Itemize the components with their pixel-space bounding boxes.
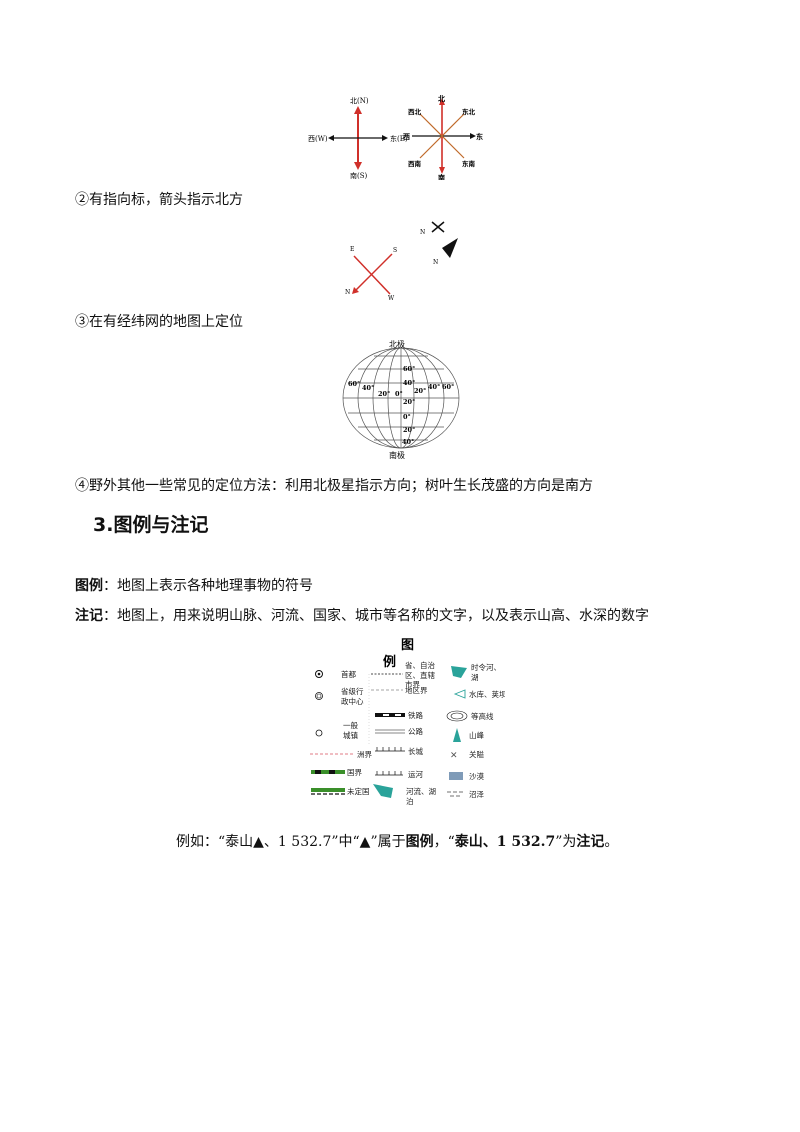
lon-label: 20° <box>414 387 426 395</box>
star-northeast-label: 东北 <box>462 107 476 116</box>
legend-river-lake-1: 河流、湖 <box>406 786 436 796</box>
legend-seasonal-lake-2: 湖 <box>471 673 479 682</box>
graticule-globe: 北极 南极 60° 40° 20° 0° 20° 40° 60° 40° 20°… <box>342 339 460 460</box>
legend-swamp: 沼泽 <box>469 790 484 799</box>
legend-col3-symbols: ✕ <box>446 666 468 797</box>
annotation-definition: 注记：地图上，用来说明山脉、河流、国家、城市等名称的文字，以及表示山高、水深的数… <box>75 606 649 626</box>
example-sentence: 例如：“泰山▲、1 532.7”中“▲”属于图例，“泰山、1 532.7”为注记… <box>176 832 618 852</box>
north-pole-label: 北极 <box>389 339 405 349</box>
legend-canal: 运河 <box>408 770 423 779</box>
example-annotation: 泰山、1 532.7 <box>454 834 556 850</box>
example-prefix: 例如：“泰山▲、1 532.7”中“▲”属于 <box>176 834 406 850</box>
star-south-label: 南 <box>438 173 445 180</box>
legend-region-border: 地区界 <box>405 685 428 695</box>
lon-label: 20° <box>378 390 390 398</box>
legend-continent-border: 洲界 <box>357 750 372 759</box>
cross-south-label: 南(S) <box>350 171 368 180</box>
legend-contour: 等高线 <box>471 711 494 721</box>
star-southeast-label: 东南 <box>462 159 476 168</box>
legend-pass: 关隘 <box>469 749 484 759</box>
legend-province-border-3: 市界 <box>405 679 420 689</box>
star-southwest-label: 西南 <box>408 159 422 168</box>
legend-term: 图例 <box>75 578 103 594</box>
pointer-s-letter: S <box>393 247 397 254</box>
legend-figure-title-2: 例 <box>383 654 396 670</box>
pointer-n-letter: N <box>345 289 350 296</box>
legend-undetermined-border: 未定国 <box>347 786 370 796</box>
star-east-label: 东 <box>476 132 483 141</box>
lon-label: 40° <box>428 383 440 391</box>
example-legend-word: 图例 <box>405 834 434 850</box>
lon-label: 0° <box>395 390 403 398</box>
south-pole-label: 南极 <box>389 450 405 460</box>
pointer-w-letter: W <box>388 295 395 302</box>
star-north-label: 北 <box>438 94 445 103</box>
legend-national-border: 国界 <box>347 768 362 777</box>
legend-definition: 图例：地图上表示各种地理事物的符号 <box>75 576 313 596</box>
arrow-n-letter: N <box>420 229 425 236</box>
legend-seasonal-lake-1: 时令河、 <box>471 662 501 672</box>
legend-province-border-1: 省、自治 <box>405 660 435 670</box>
example-middle: ，“ <box>433 834 455 850</box>
lat-label: 40° <box>403 379 415 387</box>
map-legend-figure: 图 例 首都 省级行 政中心 一般 城镇 洲界 国界 未定国 <box>310 638 505 806</box>
north-pointer-diagram: N S E W N N <box>345 221 458 302</box>
example-annotation-word: 注记 <box>576 834 605 850</box>
legend-col2-symbols <box>368 673 405 798</box>
star-west-label: 西 <box>403 132 410 141</box>
cross-north-label: 北(N) <box>350 97 369 105</box>
legend-body: ：地图上表示各种地理事物的符号 <box>103 578 313 594</box>
legend-reservoir: 水库、荚坝 <box>469 689 505 699</box>
cross-compass: 北(N) 南(S) 东(E) 西(W) <box>308 97 408 180</box>
legend-highway: 公路 <box>408 726 423 736</box>
legend-great-wall: 长城 <box>408 746 423 756</box>
example-tail: ”为 <box>555 834 577 850</box>
legend-provincial-center-1: 省级行 <box>341 686 364 696</box>
legend-town-1: 一般 <box>343 720 358 730</box>
lat-label: 0° <box>403 413 411 421</box>
annotation-term: 注记 <box>75 608 103 624</box>
pointer-cross: N S E W <box>345 246 397 302</box>
eight-direction-compass: 北 南 东 西 东北 西北 东南 西南 <box>403 94 483 180</box>
cross-west-label: 西(W) <box>308 135 328 143</box>
legend-desert: 沙漠 <box>469 771 484 781</box>
compass-diagrams: 北(N) 南(S) 东(E) 西(W) 北 南 东 西 东北 西北 东南 西南 <box>308 94 483 180</box>
method-3-text: ③在有经纬网的地图上定位 <box>75 314 243 330</box>
legend-provincial-center-2: 政中心 <box>341 696 364 706</box>
pass-symbol: ✕ <box>450 751 458 761</box>
legend-col1-symbols <box>310 670 355 795</box>
legend-figure-title-1: 图 <box>401 638 414 653</box>
arrow-n-letter-2: N <box>433 259 438 266</box>
legend-railway: 铁路 <box>408 710 423 720</box>
legend-peak: 山峰 <box>469 730 484 740</box>
lat-label: 20° <box>403 398 415 406</box>
pointer-e-letter: E <box>350 246 354 253</box>
lat-label: 60° <box>403 365 415 373</box>
legend-province-border-2: 区、直辖 <box>405 670 435 680</box>
annotation-body: ：地图上，用来说明山脉、河流、国家、城市等名称的文字，以及表示山高、水深的数字 <box>103 608 649 624</box>
lon-label: 60° <box>348 380 360 388</box>
star-northwest-label: 西北 <box>408 107 422 116</box>
lon-label: 40° <box>362 384 374 392</box>
legend-town-2: 城镇 <box>343 730 358 740</box>
method-2-text: ②有指向标，箭头指示北方 <box>75 192 243 208</box>
method-4-text: ④野外其他一些常见的定位方法：利用北极星指示方向；树叶生长茂盛的方向是南方 <box>75 478 593 494</box>
north-arrow-symbols: N N <box>420 221 458 266</box>
cross-east-label: 东(E) <box>390 134 408 143</box>
legend-capital: 首都 <box>341 669 356 679</box>
lon-label: 60° <box>442 383 454 391</box>
legend-river-lake-2: 泊 <box>406 796 414 806</box>
example-end: 。 <box>604 834 619 850</box>
lat-label: 40° <box>402 438 414 446</box>
section-heading: 3.图例与注记 <box>93 514 209 536</box>
lat-label: 20° <box>403 426 415 434</box>
